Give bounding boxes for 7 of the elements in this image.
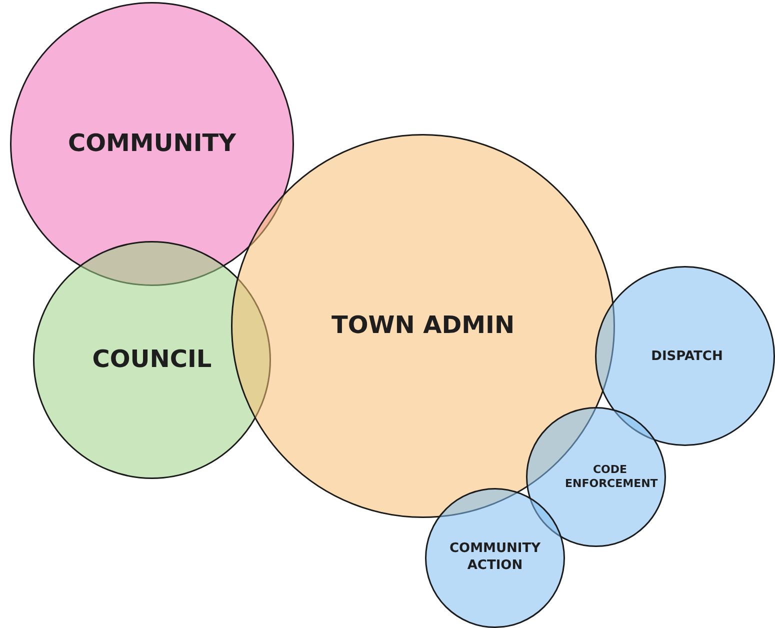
circle-label: COMMUNITY ACTION	[448, 541, 542, 575]
circle-label: COUNCIL	[92, 344, 212, 376]
circle-label: COMMUNITY	[68, 128, 236, 160]
circle-label: DISPATCH	[651, 348, 723, 366]
circle-node	[425, 488, 565, 628]
circle-node	[595, 266, 775, 446]
circle-label: TOWN ADMIN	[331, 310, 515, 342]
